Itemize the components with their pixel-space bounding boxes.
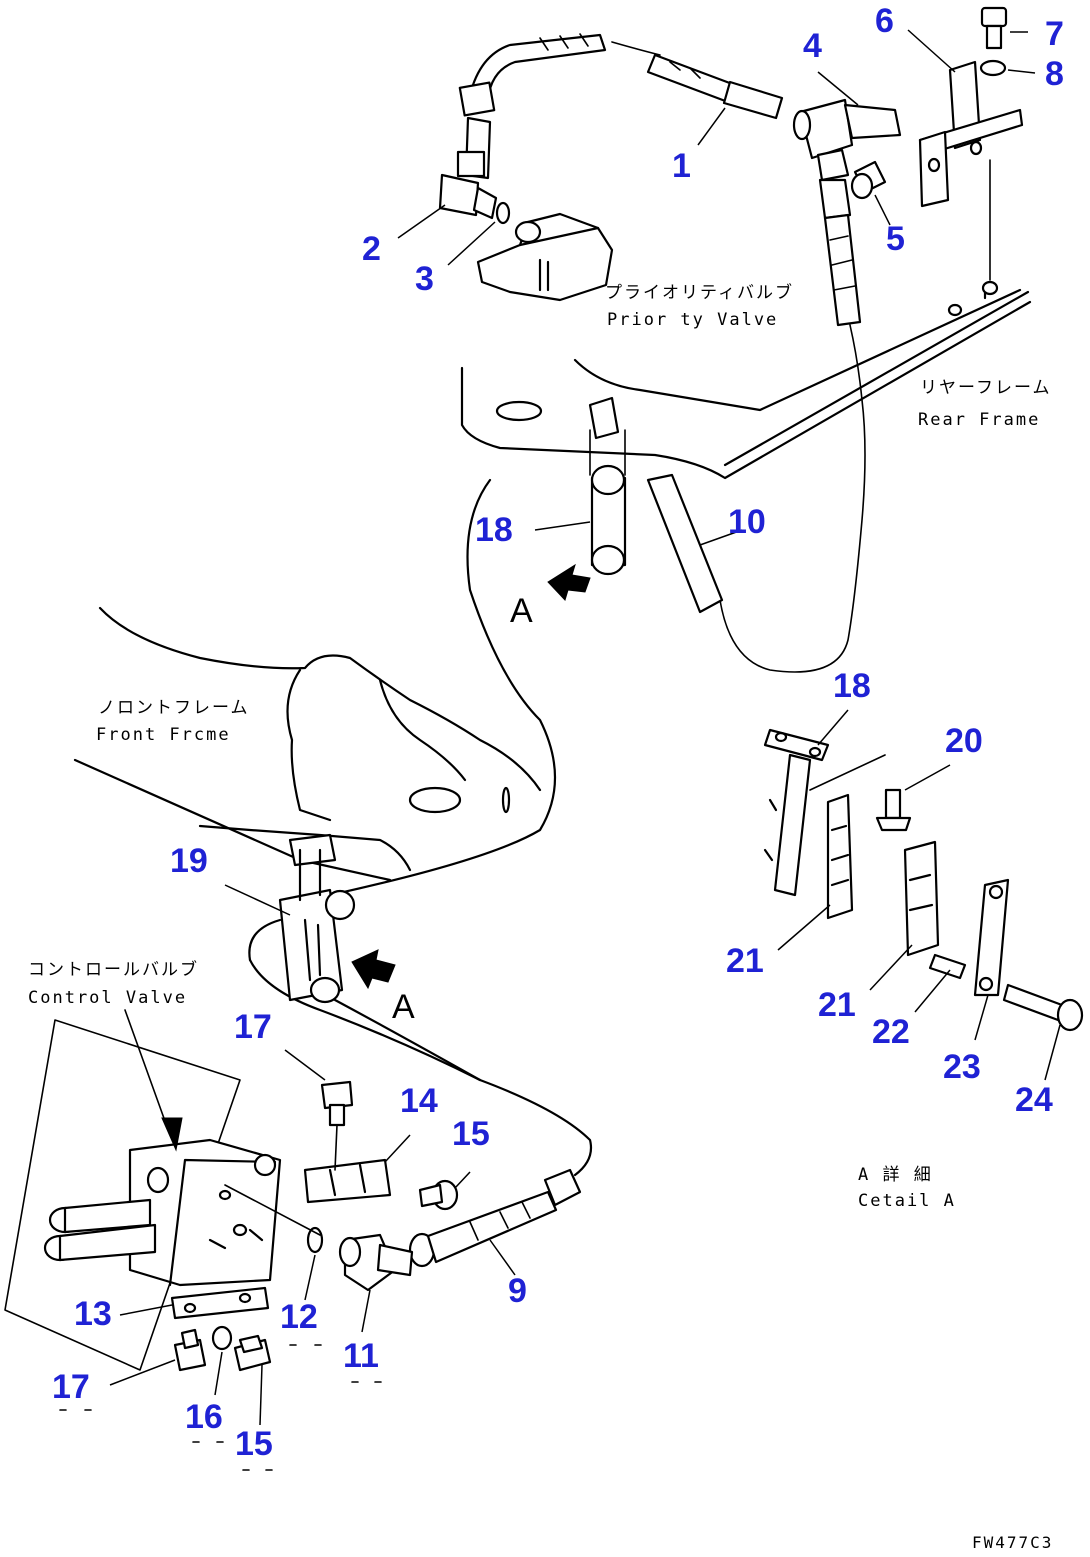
front-frame xyxy=(73,478,593,1177)
tee-fitting-4 xyxy=(792,71,902,182)
callout-9: 9 xyxy=(508,1272,527,1310)
control-valve-label-jp: コントロールバルブ xyxy=(28,959,199,980)
callout-19: 19 xyxy=(170,842,208,880)
callout-21b: 21 xyxy=(818,986,856,1024)
callout-8: 8 xyxy=(1045,55,1064,93)
callout-15a: 15 xyxy=(452,1115,490,1153)
bracket-19 xyxy=(224,833,396,1004)
callout-17a: 17 xyxy=(234,1008,272,1046)
control-valve xyxy=(4,1009,282,1371)
washer-8 xyxy=(979,59,1036,77)
detail-a-clamp-21b xyxy=(869,840,940,991)
detail-a-clamp-21a xyxy=(777,793,854,951)
control-valve-label-en: Control Valve xyxy=(28,988,187,1008)
callout-20: 20 xyxy=(945,722,983,760)
o-ring-3 xyxy=(495,201,511,225)
detail-a-bolt-20 xyxy=(875,764,951,832)
bolt-5 xyxy=(850,160,891,226)
rear-frame-label-en: Rear Frame xyxy=(918,410,1040,430)
callout-3: 3 xyxy=(415,260,434,298)
priority-valve-label-jp: プライオリティバルブ xyxy=(605,282,794,303)
callout-numbers: 1 2 3 4 5 6 7 8 9 10 11 12 13 14 15 15 1… xyxy=(52,2,1064,1463)
detail-a-label-en: Cetail A xyxy=(858,1191,956,1211)
callout-21a: 21 xyxy=(726,942,764,980)
callout-11: 11 xyxy=(343,1337,379,1375)
callout-4: 4 xyxy=(803,27,822,65)
callout-12: 12 xyxy=(280,1298,318,1336)
drawing-code: FW477C3 xyxy=(972,1533,1053,1552)
rear-frame-label-jp: リヤーフレーム xyxy=(920,378,1051,398)
callout-5: 5 xyxy=(886,220,905,258)
view-a-label-lower: A xyxy=(392,988,415,1026)
hose-1 xyxy=(458,33,784,146)
priority-valve xyxy=(476,212,614,302)
hose-10 xyxy=(646,178,866,673)
bolt-7 xyxy=(980,6,1028,50)
front-frame-label-jp: ノロントフレーム xyxy=(98,698,250,718)
elbow-2 xyxy=(397,116,498,239)
link-18-upper xyxy=(534,396,627,601)
callout-15b: 15 xyxy=(235,1425,273,1463)
hose-9 xyxy=(408,1168,582,1276)
bolt-17-top xyxy=(284,1049,354,1171)
detail-a-plate-23 xyxy=(973,878,1010,1041)
callout-6: 6 xyxy=(875,2,894,40)
detail-a-pin-22 xyxy=(914,953,967,1013)
bolt-15-top xyxy=(418,1171,471,1211)
clamp-13 xyxy=(119,1286,270,1320)
bracket-6 xyxy=(907,29,1024,208)
priority-valve-label-en: Prior ty Valve xyxy=(607,310,778,330)
callout-18b: 18 xyxy=(833,667,871,705)
callout-7: 7 xyxy=(1045,15,1064,53)
rear-frame xyxy=(460,280,1032,480)
elbow-11 xyxy=(338,1233,414,1333)
callout-24: 24 xyxy=(1015,1081,1053,1119)
view-a-label-upper: A xyxy=(510,592,533,630)
callout-17b: 17 xyxy=(52,1368,90,1406)
bolt-15-bottom xyxy=(233,1334,272,1426)
washer-16 xyxy=(211,1325,233,1396)
detail-a-bracket-18 xyxy=(763,709,886,897)
front-frame-label-en: Front Frcme xyxy=(96,725,231,745)
bolt-17-bottom xyxy=(109,1328,207,1386)
callout-10: 10 xyxy=(728,503,766,541)
clamp-14 xyxy=(303,1134,411,1204)
callout-2: 2 xyxy=(362,230,381,268)
callout-18a: 18 xyxy=(475,511,513,549)
detail-a-label-jp: A 詳 細 xyxy=(858,1165,933,1185)
callout-1: 1 xyxy=(672,147,691,185)
callout-14: 14 xyxy=(400,1082,438,1120)
callout-22: 22 xyxy=(872,1013,910,1051)
callout-16: 16 xyxy=(185,1398,223,1436)
callout-23: 23 xyxy=(943,1048,981,1086)
callout-13: 13 xyxy=(74,1295,112,1333)
detail-a-bolt-24 xyxy=(1002,983,1084,1081)
